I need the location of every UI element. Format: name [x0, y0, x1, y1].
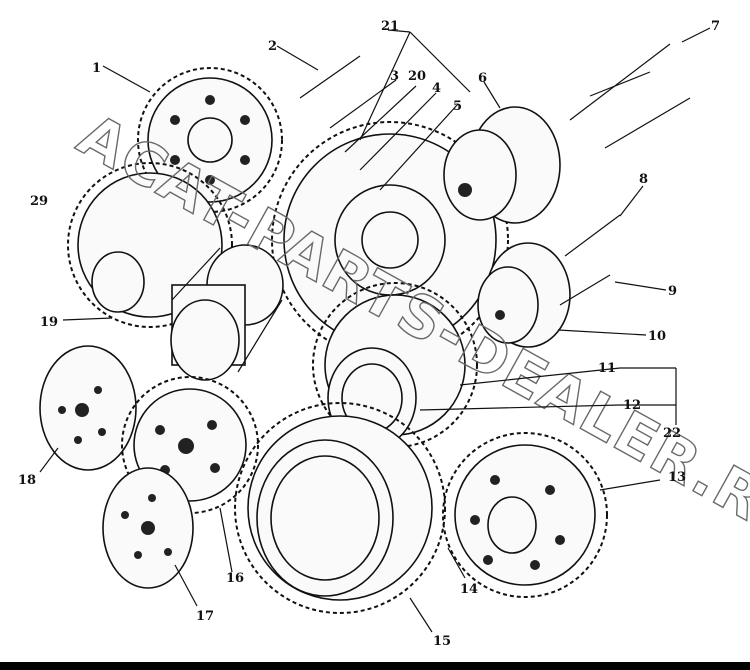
bottom-border: [0, 662, 750, 670]
callout-2: 2: [268, 39, 277, 54]
callout-17: 17: [196, 609, 214, 624]
sleeve-part-19: [170, 244, 284, 381]
gear-part-15: [234, 402, 446, 614]
callout-5: 5: [453, 99, 462, 114]
callout-1: 1: [92, 61, 101, 76]
callout-15: 15: [433, 634, 451, 649]
gear-part-29: [67, 162, 233, 328]
callout-13: 13: [668, 470, 686, 485]
hub-part-6: [443, 106, 561, 224]
callout-6: 6: [478, 71, 487, 86]
callout-4: 4: [432, 81, 441, 96]
plate-part-17: [102, 467, 194, 589]
callout-18: 18: [18, 473, 36, 488]
callout-8: 8: [639, 172, 648, 187]
callout-10: 10: [648, 329, 666, 344]
callout-19: 19: [40, 315, 58, 330]
gear-part-13: [442, 432, 608, 598]
callout-22: 22: [663, 426, 681, 441]
callout-labels: 1 2 3 4 5 6 7 8 9 10 11 12 13 14 15 16 1…: [18, 19, 720, 649]
callout-14: 14: [460, 582, 478, 597]
callout-16: 16: [226, 571, 244, 586]
callout-29: 29: [30, 194, 48, 209]
gear-part-1: [137, 67, 283, 213]
callout-11: 11: [598, 361, 616, 376]
hub-part-10: [477, 242, 571, 348]
callout-9: 9: [668, 284, 677, 299]
callout-21: 21: [381, 19, 399, 34]
callout-12: 12: [623, 398, 641, 413]
gear-large-central: [271, 121, 509, 359]
bolts: [299, 43, 691, 306]
plate-part-18: [39, 345, 137, 471]
callout-7: 7: [711, 19, 720, 34]
callout-3: 3: [390, 69, 399, 84]
leader-lines: [39, 27, 711, 633]
callout-20: 20: [408, 69, 426, 84]
